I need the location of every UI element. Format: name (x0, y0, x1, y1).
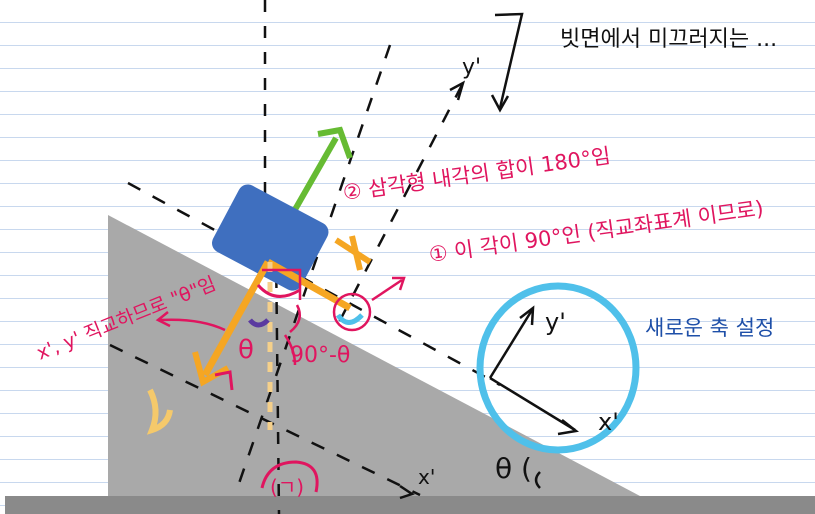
theta-pointer-head (155, 311, 171, 328)
incline-angle-label: θ ( (495, 452, 532, 485)
mg-label-mark (146, 388, 173, 435)
new-axes-circle (476, 282, 640, 454)
theta-pointer (159, 318, 226, 332)
blue-check-mark (335, 313, 364, 325)
circle-x-arrowhead (557, 419, 579, 436)
angle-arc-2 (289, 304, 302, 333)
right-angle-mark-2 (214, 370, 234, 391)
incline-angle-arc (534, 471, 541, 489)
circle-x-axis (489, 376, 576, 432)
annotation-note-2: ② 삼각형 내각의 합이 180°임 (341, 144, 612, 205)
circle-x-prime-label: x' (598, 408, 619, 436)
ninety-pointer (283, 334, 297, 366)
bracket-arrowhead (490, 94, 510, 113)
y-prime-arrowhead (449, 80, 466, 101)
header-note: 빗면에서 미끄러지는 ... (560, 27, 777, 52)
angle-circle (332, 292, 372, 332)
angle-mark-label: (ㄱ) (270, 475, 304, 499)
x-prime-arrowhead (399, 484, 415, 500)
gravity-perp-component (201, 260, 272, 377)
normal-force-arrowhead (317, 126, 353, 160)
purple-mark (248, 318, 270, 328)
note-pointer (371, 278, 403, 302)
block (212, 184, 329, 291)
perpendicular-dashed-1 (233, 44, 392, 496)
bracket-arrow (494, 12, 524, 109)
note-pointer-head (392, 276, 406, 291)
y-prime-axis-dashed (333, 84, 464, 331)
incline-plane (108, 215, 640, 496)
angle-arc (256, 283, 301, 298)
new-axes-note: 새로운 축 설정 (645, 316, 774, 340)
theta-label: θ (238, 335, 254, 365)
ninety-minus-theta-label: 90°-θ (290, 343, 350, 368)
vertical-dashed-line-lower (274, 249, 281, 514)
circle-y-axis (488, 309, 534, 379)
annotation-note-1: ① 이 각이 90°인 (직교좌표계 이므로) (427, 196, 765, 267)
x-prime-axis-dashed (109, 343, 421, 497)
circle-y-prime-label: y' (545, 308, 566, 336)
x-prime-small-label: x' (418, 465, 435, 489)
y-prime-label: y' (462, 55, 481, 80)
bottom-angle-circle (260, 460, 319, 493)
circle-y-arrowhead (519, 305, 535, 326)
orange-mark-2 (349, 235, 363, 271)
floor (5, 496, 815, 514)
